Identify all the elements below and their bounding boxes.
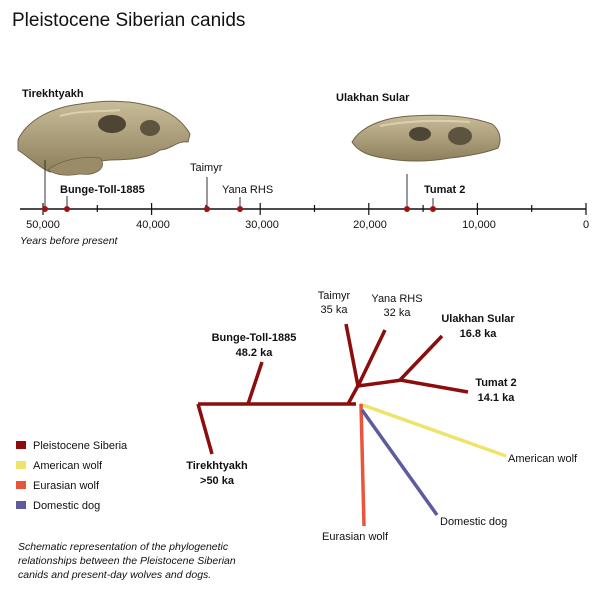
tree-label-yana-name: Yana RHS	[371, 293, 422, 305]
legend-label-pleistocene: Pleistocene Siberia	[33, 440, 128, 452]
legend-label-domestic-dog: Domestic dog	[33, 500, 100, 512]
tree-label-ulakhan-name: Ulakhan Sular	[441, 313, 515, 325]
legend-label-american-wolf: American wolf	[33, 460, 103, 472]
bunge-toll-marker	[64, 206, 70, 212]
legend-swatch-domestic-dog	[16, 501, 26, 509]
tick-label-10000: 10,000	[462, 219, 496, 231]
tree-label-tumat-age: 14.1 ka	[478, 392, 516, 404]
tick-label-0: 0	[583, 219, 589, 231]
timeline-label-tumat: Tumat 2	[424, 184, 465, 196]
timeline-label-taimyr: Taimyr	[190, 162, 223, 174]
branch-taimyr	[344, 323, 360, 387]
branch-american-wolf	[359, 402, 507, 458]
branch-tirekhtyakh	[196, 403, 214, 455]
tree-label-tumat-name: Tumat 2	[475, 377, 516, 389]
taimyr-marker	[204, 206, 210, 212]
tree-label-bunge-toll-age: 48.2 ka	[236, 347, 274, 359]
tick-label-50000: 50,000	[26, 219, 60, 231]
caption-line-3: canids and present-day wolves and dogs.	[18, 569, 211, 581]
legend: Pleistocene Siberia American wolf Eurasi…	[16, 440, 128, 512]
tree-label-taimyr-name: Taimyr	[318, 290, 351, 302]
ulakhan-marker	[404, 206, 410, 212]
tirekhtyakh-marker	[42, 206, 48, 212]
tree-label-bunge-toll-name: Bunge-Toll-1885	[212, 332, 297, 344]
timeline-label-ulakhan: Ulakhan Sular	[336, 92, 410, 104]
tree-label-american-wolf: American wolf	[508, 453, 578, 465]
yana-marker	[237, 206, 243, 212]
tree-label-taimyr-age: 35 ka	[321, 304, 349, 316]
tick-label-40000: 40,000	[136, 219, 170, 231]
legend-label-eurasian-wolf: Eurasian wolf	[33, 480, 100, 492]
tree-label-yana-age: 32 ka	[384, 307, 412, 319]
ulakhan-sular-skull-image	[351, 114, 501, 162]
tick-label-20000: 20,000	[353, 219, 387, 231]
branch-bunge-toll	[246, 361, 264, 405]
caption-line-1: Schematic representation of the phylogen…	[18, 541, 229, 553]
tirekhtyakh-skull-image	[17, 100, 191, 176]
timeline-caption: Years before present	[20, 235, 119, 247]
tumat-marker	[430, 206, 436, 212]
branch-yana	[356, 329, 387, 387]
caption-line-2: relationships between the Pleistocene Si…	[18, 555, 236, 567]
branch-tumat	[399, 378, 469, 394]
branch-eurasian-wolf	[359, 403, 366, 527]
tree-label-eurasian-wolf: Eurasian wolf	[322, 531, 389, 543]
timeline-axis: 50,000 40,000 30,000 20,000 10,000 0 Yea…	[20, 88, 589, 247]
timeline-label-tirekhtyakh: Tirekhtyakh	[22, 88, 84, 100]
legend-swatch-american-wolf	[16, 461, 26, 469]
tick-label-30000: 30,000	[245, 219, 279, 231]
branch-ulakhan	[398, 334, 444, 382]
figure-title: Pleistocene Siberian canids	[12, 10, 245, 31]
branch-domestic-dog	[360, 408, 439, 517]
branch-ulakhan-tumat-stem	[357, 378, 403, 388]
tree-label-ulakhan-age: 16.8 ka	[460, 328, 498, 340]
timeline-label-bunge-toll: Bunge-Toll-1885	[60, 184, 145, 196]
tree-label-domestic-dog: Domestic dog	[440, 516, 507, 528]
tree-label-tirekhtyakh-name: Tirekhtyakh	[186, 460, 248, 472]
tree-label-tirekhtyakh-age: >50 ka	[200, 475, 235, 487]
timeline-label-yana: Yana RHS	[222, 184, 273, 196]
legend-swatch-pleistocene	[16, 441, 26, 449]
figure-caption: Schematic representation of the phylogen…	[18, 541, 236, 581]
phylogenetic-tree: Taimyr 35 ka Yana RHS 32 ka Ulakhan Sula…	[62, 290, 578, 543]
legend-swatch-eurasian-wolf	[16, 481, 26, 489]
